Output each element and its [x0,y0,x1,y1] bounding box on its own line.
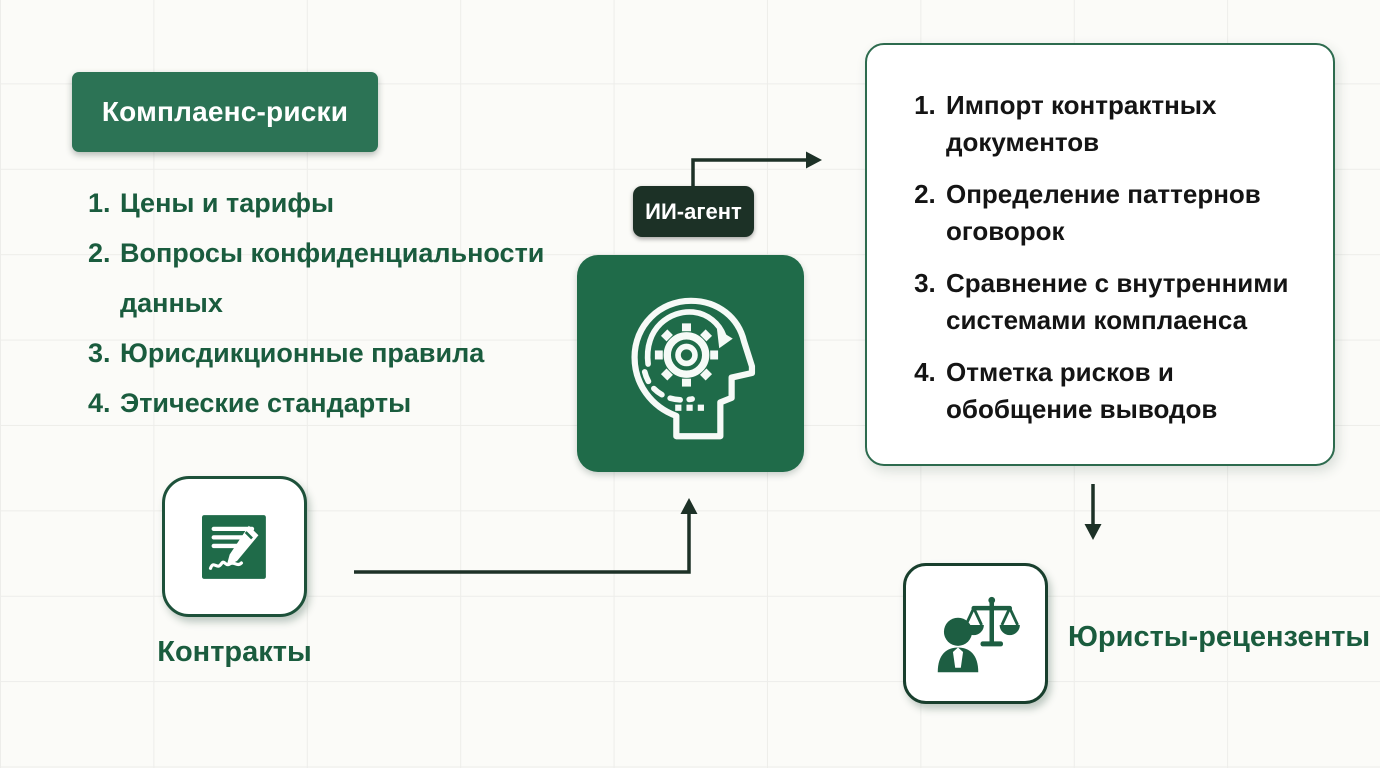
compliance-risks-list: Цены и тарифыВопросы конфиденциальности … [72,178,598,428]
lawyer-scales-icon [937,596,1020,672]
arrow-contracts-to-agent [354,498,698,574]
list-item: Вопросы конфиденциальности данных [118,228,598,328]
compliance-risks-badge: Комплаенс-риски [72,72,378,152]
workflow-steps-panel: Импорт контрактных документовОпределение… [865,43,1335,466]
ai-agent-badge: ИИ-агент [633,186,754,237]
workflow-steps-list: Импорт контрактных документовОпределение… [901,87,1305,428]
arrow-steps-to-reviewers [1084,484,1102,540]
list-item: Определение паттернов оговорок [943,176,1305,250]
contracts-label: Контракты [157,636,312,668]
reviewers-card [903,563,1048,704]
list-item: Сравнение с внутренними системами компла… [943,265,1305,339]
signed-contract-icon [201,514,266,579]
list-item: Юрисдикционные правила [118,328,598,378]
list-item: Импорт контрактных документов [943,87,1305,161]
contracts-card [162,476,307,617]
list-item: Цены и тарифы [118,178,598,228]
arrow-agent-to-steps [691,151,822,186]
ai-agent-card [577,255,804,472]
ai-head-gear-icon [630,297,755,439]
list-item: Отметка рисков и обобщение выводов [943,354,1305,428]
reviewers-label: Юристы-рецензенты [1068,621,1371,653]
list-item: Этические стандарты [118,378,598,428]
